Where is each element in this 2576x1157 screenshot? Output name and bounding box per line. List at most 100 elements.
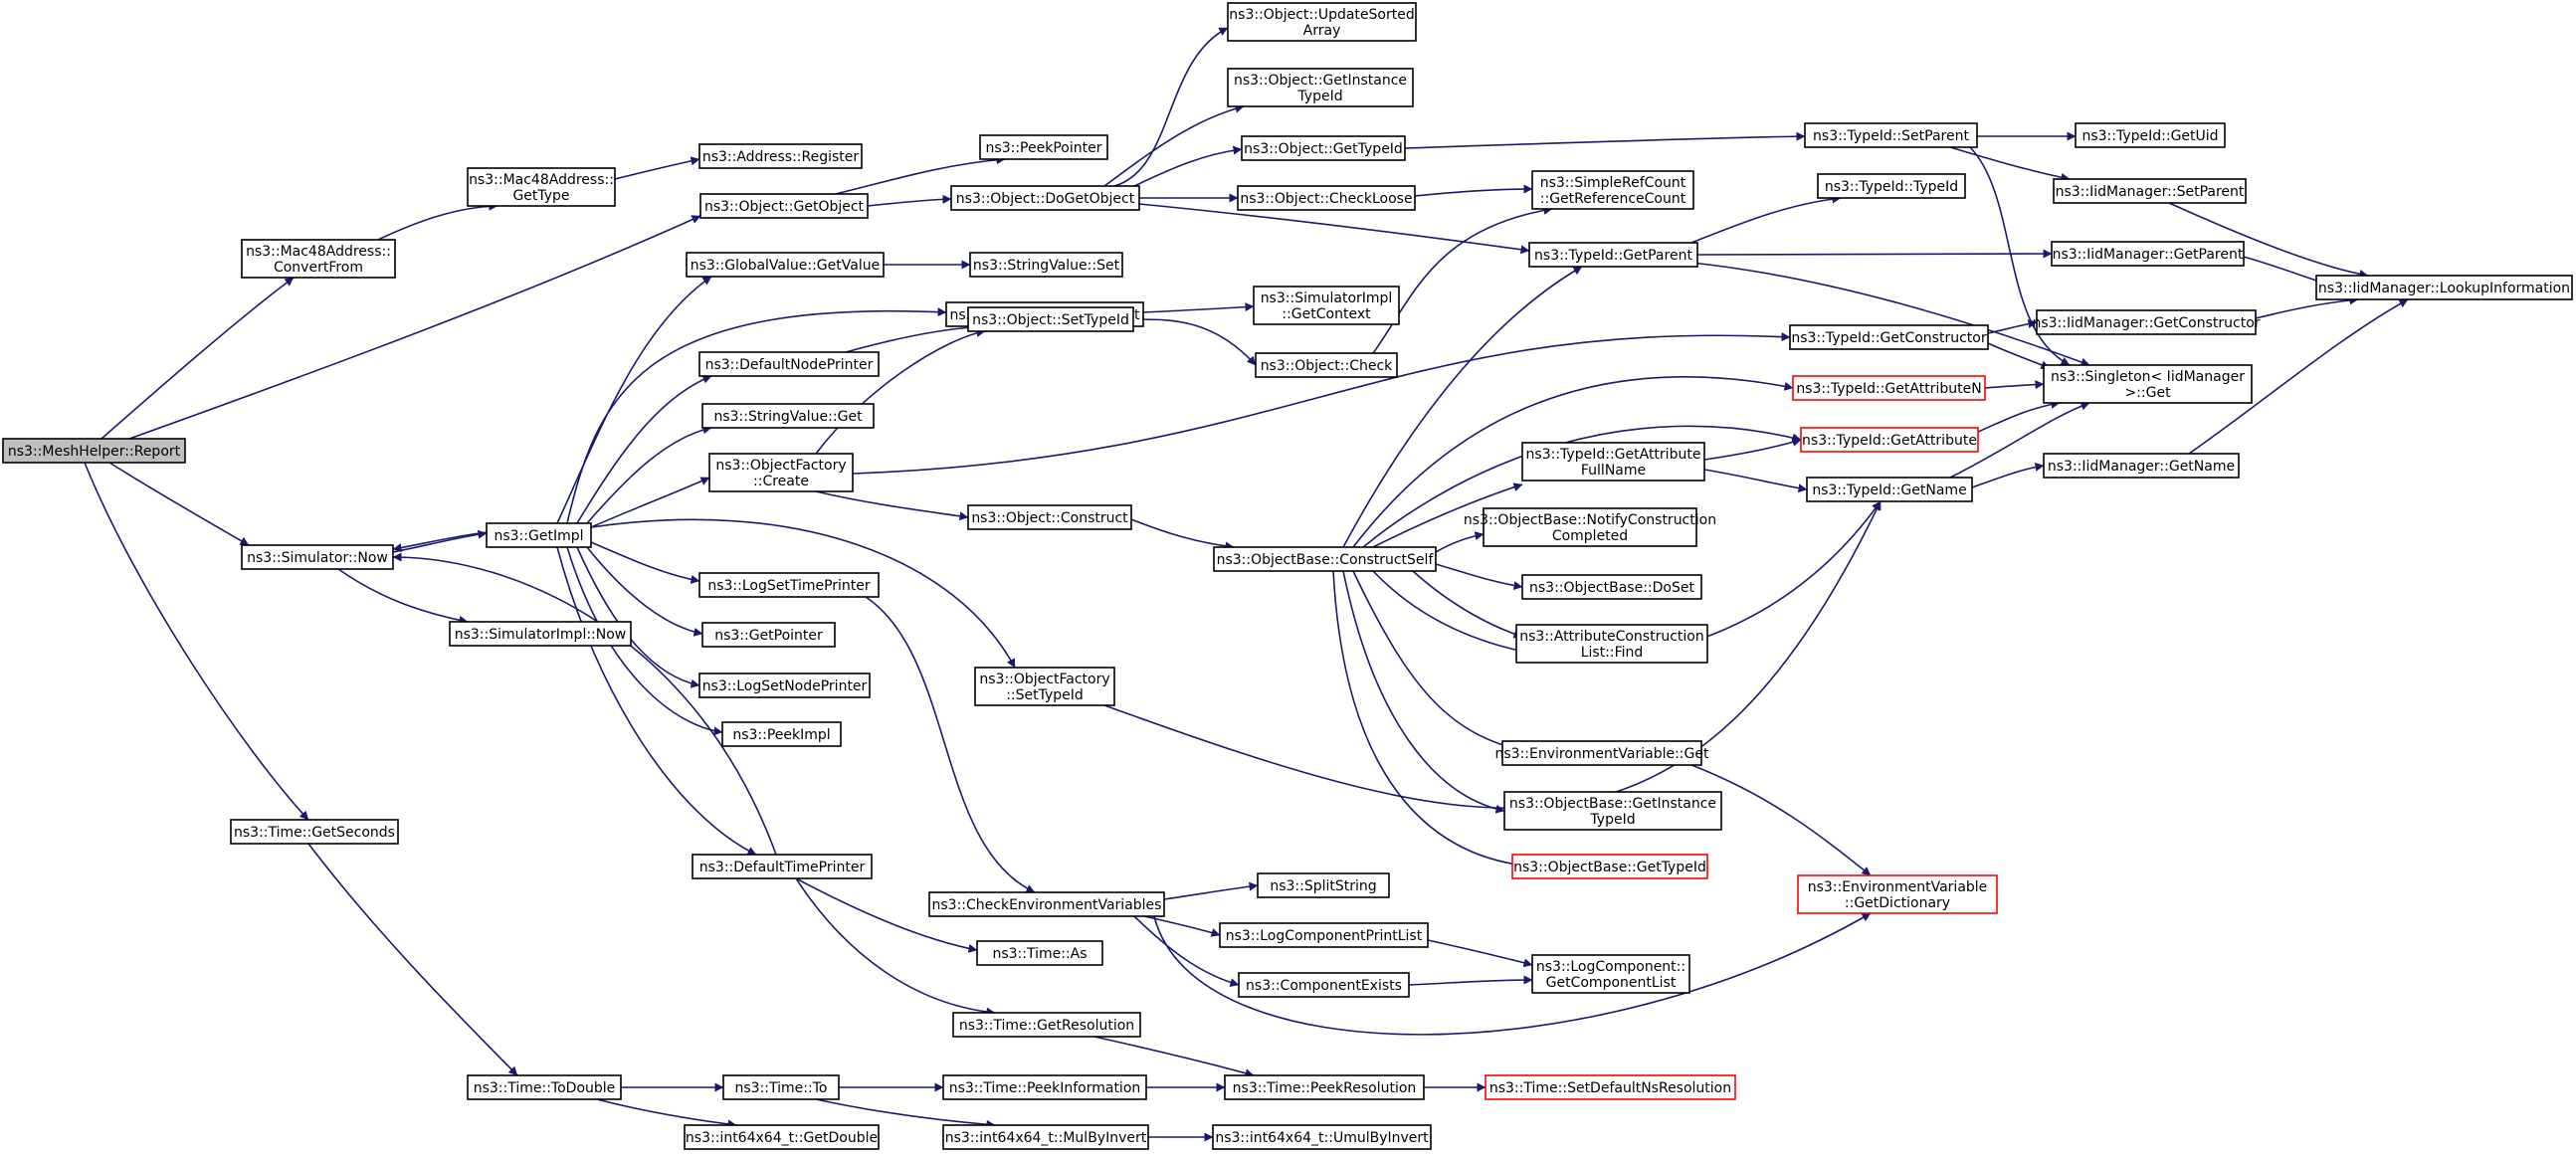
edge-constructself-to-envget	[1352, 570, 1533, 756]
node-getname[interactable]: ns3::TypeId::GetName	[1806, 477, 1973, 502]
node-peekptr[interactable]: ns3::PeekPointer	[979, 134, 1108, 160]
node-objcheck[interactable]: ns3::Object::Check	[1255, 352, 1398, 378]
edge-line	[1133, 915, 1240, 987]
node-setparent[interactable]: ns3::TypeId::SetParent	[1804, 122, 1978, 148]
node-envget[interactable]: ns3::EnvironmentVariable::Get	[1495, 740, 1709, 766]
node-defnodeprinter[interactable]: ns3::DefaultNodePrinter	[698, 351, 880, 377]
node-compexists[interactable]: ns3::ComponentExists	[1238, 972, 1410, 998]
node-objsettid[interactable]: ns3::Object::SetTypeId	[967, 306, 1134, 332]
edge-getimpl-to-simnow	[392, 531, 488, 553]
node-simnow[interactable]: ns3::Simulator::Now	[241, 544, 394, 570]
node-splitstring[interactable]: ns3::SplitString	[1257, 872, 1390, 898]
node-iidgetparent[interactable]: ns3::IidManager::GetParent	[2051, 241, 2245, 267]
node-i64mulbyinv[interactable]: ns3::int64x64_t::MulByInvert	[942, 1124, 1149, 1150]
edge-getimpl-to-ofcreate	[590, 477, 710, 528]
edge-dogetobj-to-objgettid	[1133, 145, 1243, 187]
node-iidgetctor[interactable]: ns3::IidManager::GetConstructor	[2032, 309, 2261, 335]
node-singleton[interactable]: ns3::Singleton< IidManager>::Get	[2043, 364, 2253, 404]
node-logcompprint[interactable]: ns3::LogComponentPrintList	[1219, 922, 1429, 948]
node-timegetres[interactable]: ns3::Time::GetResolution	[952, 1012, 1141, 1038]
node-envdict[interactable]: ns3::EnvironmentVariable::GetDictionary	[1797, 874, 1998, 914]
edge-logcompprint-to-logcompget	[1427, 939, 1533, 968]
node-peekimpl[interactable]: ns3::PeekImpl	[721, 721, 842, 747]
edge-line	[865, 596, 1036, 893]
node-dogetobj[interactable]: ns3::Object::DoGetObject	[950, 185, 1140, 211]
node-iidsetparent[interactable]: ns3::IidManager::SetParent	[2053, 178, 2247, 204]
node-label: ns3::Time::PeekInformation	[949, 1080, 1141, 1096]
node-mac48gt[interactable]: ns3::Mac48Address::GetType	[467, 167, 616, 207]
node-typeidctor[interactable]: ns3::TypeId::TypeId	[1817, 173, 1966, 199]
node-iidgetname[interactable]: ns3::IidManager::GetName	[2043, 453, 2240, 479]
node-objconstruct[interactable]: ns3::Object::Construct	[967, 504, 1132, 530]
node-timepeekinfo[interactable]: ns3::Time::PeekInformation	[942, 1074, 1147, 1100]
node-checkenv[interactable]: ns3::CheckEnvironmentVariables	[928, 891, 1165, 917]
node-i64umulbyinv[interactable]: ns3::int64x64_t::UmulByInvert	[1212, 1124, 1432, 1150]
node-report[interactable]: ns3::MeshHelper::Report	[2, 438, 186, 464]
node-objgetobj[interactable]: ns3::Object::GetObject	[699, 193, 869, 219]
node-ofcreate[interactable]: ns3::ObjectFactory::Create	[708, 453, 854, 492]
edge-timegetsec-to-timetodouble	[307, 843, 518, 1076]
node-ofsettid[interactable]: ns3::ObjectFactory::SetTypeId	[974, 667, 1115, 706]
node-addrreg[interactable]: ns3::Address::Register	[698, 143, 863, 169]
node-notifyctor[interactable]: ns3::ObjectBase::NotifyConstructionCompl…	[1464, 507, 1716, 547]
edge-getname-to-iidgetname	[1971, 462, 2045, 488]
node-label: ns3::TypeId::GetName	[1812, 482, 1966, 498]
node-timepeekres[interactable]: ns3::Time::PeekResolution	[1224, 1074, 1425, 1100]
node-refcount[interactable]: ns3::SimpleRefCount::GetReferenceCount	[1531, 170, 1694, 210]
node-getpointer[interactable]: ns3::GetPointer	[701, 622, 836, 648]
node-box	[1531, 170, 1694, 210]
edge-report-to-objgetobj	[128, 215, 701, 440]
node-box	[701, 622, 836, 648]
edge-line	[100, 277, 295, 440]
node-i64getdouble[interactable]: ns3::int64x64_t::GetDouble	[684, 1124, 880, 1150]
node-objgettid[interactable]: ns3::Object::GetTypeId	[1241, 135, 1406, 161]
node-logcompget[interactable]: ns3::LogComponent::GetComponentList	[1531, 954, 1690, 994]
node-box	[1800, 427, 1979, 453]
node-gvgetvalue[interactable]: ns3::GlobalValue::GetValue	[686, 252, 885, 278]
edge-line	[1435, 531, 1485, 553]
node-box	[467, 1074, 622, 1100]
node-logsettime[interactable]: ns3::LogSetTimePrinter	[698, 572, 880, 598]
node-obgettid[interactable]: ns3::ObjectBase::GetTypeId	[1511, 854, 1708, 879]
node-timeas[interactable]: ns3::Time::As	[976, 940, 1103, 966]
node-getimpl[interactable]: ns3::GetImpl	[486, 522, 592, 548]
node-timegetsec[interactable]: ns3::Time::GetSeconds	[230, 819, 399, 845]
node-checkloose[interactable]: ns3::Object::CheckLoose	[1237, 185, 1416, 211]
edge-ofcreate-to-objsettid	[815, 328, 986, 455]
edge-line	[1093, 1036, 1255, 1078]
edge-getparent-to-iidgetparent	[1696, 249, 2053, 259]
node-getparent[interactable]: ns3::TypeId::GetParent	[1528, 242, 1698, 268]
node-timeto[interactable]: ns3::Time::To	[722, 1074, 840, 1100]
node-mac48cf[interactable]: ns3::Mac48Address::ConvertFrom	[241, 239, 396, 279]
node-label: ConvertFrom	[274, 260, 363, 276]
node-svset[interactable]: ns3::StringValue::Set	[969, 252, 1123, 278]
node-lookupinfo[interactable]: ns3::IidManager::LookupInformation	[2315, 275, 2573, 300]
node-constructself[interactable]: ns3::ObjectBase::ConstructSelf	[1213, 546, 1437, 572]
edge-getimpl-to-ofsettid	[590, 518, 1016, 669]
node-svget[interactable]: ns3::StringValue::Get	[701, 403, 875, 429]
node-getattrn[interactable]: ns3::TypeId::GetAttributeN	[1792, 375, 1986, 401]
node-doset[interactable]: ns3::ObjectBase::DoSet	[1521, 574, 1702, 600]
edge-setparent-to-singleton	[1969, 146, 2071, 366]
node-logsetnode[interactable]: ns3::LogSetNodePrinter	[698, 673, 871, 698]
node-getuid[interactable]: ns3::TypeId::GetUid	[2075, 122, 2226, 148]
edge-line	[307, 843, 518, 1076]
edge-line	[1332, 570, 1533, 870]
node-deftimeprinter[interactable]: ns3::DefaultTimePrinter	[692, 854, 873, 879]
node-getctor[interactable]: ns3::TypeId::GetConstructor	[1789, 324, 1989, 350]
node-timetodouble[interactable]: ns3::Time::ToDouble	[467, 1074, 622, 1100]
node-simimplgetctx[interactable]: ns3::SimulatorImpl::GetContext	[1253, 286, 1400, 325]
edge-getimpl-to-getpointer	[586, 546, 703, 637]
edge-checkenv-to-splitstring	[1163, 881, 1259, 900]
node-simimplnow[interactable]: ns3::SimulatorImpl::Now	[449, 621, 632, 647]
node-setdefres[interactable]: ns3::Time::SetDefaultNsResolution	[1485, 1074, 1736, 1100]
node-getattr[interactable]: ns3::TypeId::GetAttribute	[1800, 427, 1979, 453]
edge-getimpl-to-peekimpl	[566, 546, 723, 736]
edge-timeto-to-i64mulbyinv	[815, 1098, 996, 1129]
